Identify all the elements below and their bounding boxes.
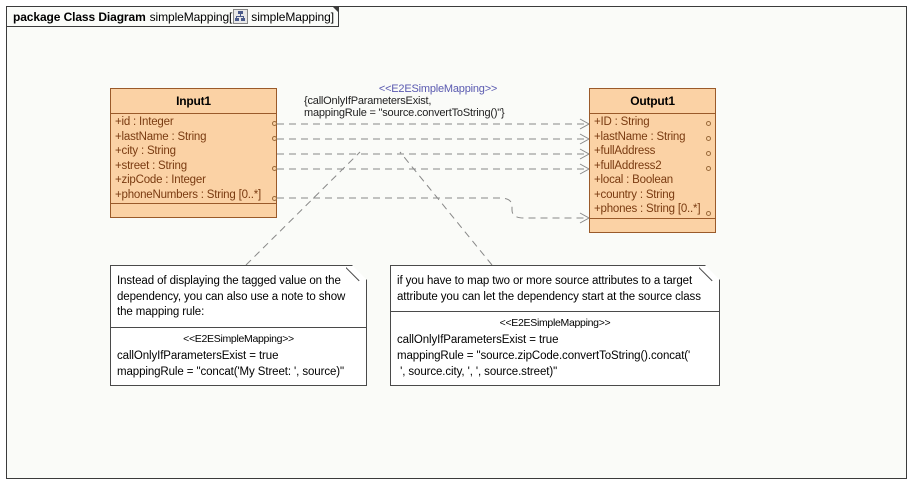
attribute-row: +phones : String [0..*] bbox=[594, 203, 701, 215]
class-box-input1[interactable]: Input1 +id : Integer +lastName : String … bbox=[110, 88, 277, 218]
note-right-rule-line: ', source.city, ', ', source.street)" bbox=[397, 366, 558, 378]
anchor-dot-id bbox=[272, 121, 277, 126]
note-left[interactable]: Instead of displaying the tagged value o… bbox=[110, 265, 367, 386]
anchor-dot-out-phones bbox=[706, 211, 711, 216]
anchor-dot-phonenumbers bbox=[272, 196, 277, 201]
note-right[interactable]: if you have to map two or more source at… bbox=[390, 265, 720, 386]
attribute-row: +lastName : String bbox=[115, 130, 207, 143]
anchor-dot-lastname bbox=[272, 136, 277, 141]
note-left-rule-line: mappingRule = "concat('My Street: ', sou… bbox=[117, 365, 344, 378]
dependency-tag-line-1: {callOnlyIfParametersExist, bbox=[304, 95, 432, 107]
operation-compartment-output1 bbox=[590, 219, 715, 232]
dependency-tag-line-2: mappingRule = "source.convertToString()"… bbox=[304, 107, 505, 119]
note-right-rule: <<E2ESimpleMapping>> callOnlyIfParameter… bbox=[391, 311, 719, 385]
anchor-dot-out-fulladdress bbox=[706, 151, 711, 156]
package-frame bbox=[6, 6, 907, 479]
note-left-rule-line: callOnlyIfParametersExist = true bbox=[117, 349, 279, 362]
dependency-stereotype: <<E2ESimpleMapping>> bbox=[378, 83, 498, 95]
package-inner-name: simpleMapping bbox=[251, 9, 331, 24]
attribute-row: +street : String bbox=[115, 159, 187, 172]
anchor-dot-out-fulladdress2 bbox=[706, 166, 711, 171]
note-fold-corner bbox=[705, 265, 720, 280]
note-fold-corner bbox=[352, 265, 367, 280]
attribute-row: +local : Boolean bbox=[594, 174, 673, 186]
note-left-stereotype: <<E2ESimpleMapping>> bbox=[183, 332, 294, 345]
note-right-text: if you have to map two or more source at… bbox=[397, 275, 701, 303]
package-name: simpleMapping[ bbox=[149, 9, 233, 24]
attribute-row: +country : String bbox=[594, 188, 675, 201]
package-bracket-close: ] bbox=[330, 9, 335, 24]
package-header-tab: package Class Diagram simpleMapping[ sim… bbox=[6, 6, 340, 27]
note-left-text: Instead of displaying the tagged value o… bbox=[117, 275, 346, 318]
anchor-dot-out-lastname bbox=[706, 136, 711, 141]
anchor-dot-street bbox=[272, 166, 277, 171]
attribute-row: +city : String bbox=[115, 145, 176, 157]
tab-fold-corner bbox=[332, 6, 340, 13]
operation-compartment-input1 bbox=[111, 204, 276, 217]
attribute-compartment-output1: +ID : String +lastName : String +fullAdd… bbox=[590, 114, 715, 219]
note-left-rule: <<E2ESimpleMapping>> callOnlyIfParameter… bbox=[111, 326, 366, 385]
note-right-rule-line: callOnlyIfParametersExist = true bbox=[397, 334, 559, 346]
attribute-row: +id : Integer bbox=[115, 116, 174, 128]
attribute-row: +fullAddress bbox=[594, 145, 656, 157]
package-keyword: package Class Diagram bbox=[13, 9, 146, 24]
attribute-row: +lastName : String bbox=[594, 130, 686, 143]
class-box-output1[interactable]: Output1 +ID : String +lastName : String … bbox=[589, 88, 716, 233]
attribute-row: +phoneNumbers : String [0..*] bbox=[115, 188, 262, 201]
dependency-label[interactable]: <<E2ESimpleMapping>> {callOnlyIfParamete… bbox=[288, 83, 588, 119]
attribute-row: +ID : String bbox=[594, 116, 650, 128]
attribute-row: +fullAddress2 bbox=[594, 159, 662, 172]
class-name-input1: Input1 bbox=[111, 89, 276, 114]
attribute-compartment-input1: +id : Integer +lastName : String +city :… bbox=[111, 114, 276, 204]
note-right-rule-line: mappingRule = "source.zipCode.convertToS… bbox=[397, 350, 691, 362]
class-diagram-icon bbox=[233, 9, 249, 24]
class-name-output1: Output1 bbox=[590, 89, 715, 114]
attribute-row: +zipCode : Integer bbox=[115, 174, 206, 186]
note-right-stereotype: <<E2ESimpleMapping>> bbox=[499, 317, 611, 329]
anchor-dot-out-id bbox=[706, 121, 711, 126]
